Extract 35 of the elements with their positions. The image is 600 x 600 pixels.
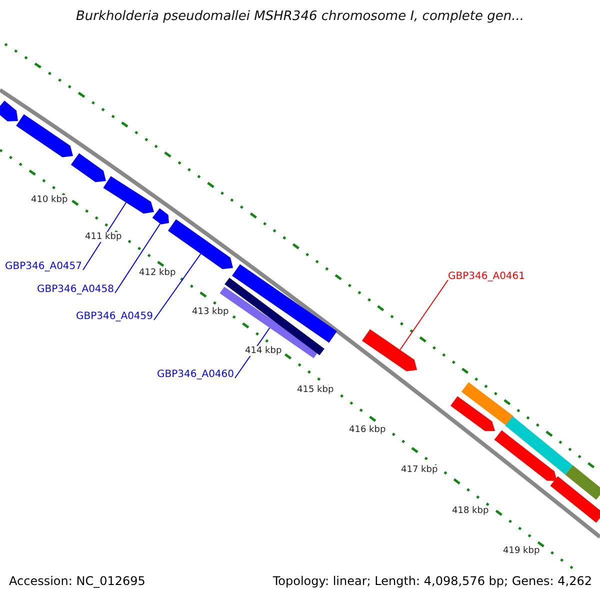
leader-line	[114, 223, 161, 294]
footer-text: Topology: linear; Length: 4,098,576 bp; Genes: 4,262	[272, 574, 592, 588]
gene-feature	[152, 208, 169, 224]
scale-label: 418 kbp	[452, 506, 489, 516]
gene-feature	[505, 416, 573, 475]
scale-label: 417 kbp	[401, 465, 438, 475]
gene-feature	[168, 219, 233, 270]
scale-label: 410 kbp	[31, 195, 68, 205]
gene-label: GBP346_A0459	[76, 311, 154, 322]
leader-line	[154, 253, 202, 320]
footer-text: Accession: NC_012695	[9, 574, 146, 588]
gene-feature	[461, 382, 514, 426]
gene-feature	[16, 114, 73, 158]
gene-feature	[0, 100, 18, 122]
scale-label: 419 kbp	[503, 546, 540, 556]
gene-label: GBP346_A0457	[5, 261, 82, 272]
scale-label: 415 kbp	[297, 385, 334, 395]
scale-label: 412 kbp	[139, 268, 176, 278]
scale-label: 411 kbp	[85, 232, 122, 242]
gene-feature	[494, 430, 557, 481]
gene-feature	[70, 153, 106, 182]
gene-feature	[550, 476, 600, 523]
scale-label: 413 kbp	[192, 307, 229, 317]
scale-label: 414 kbp	[245, 346, 282, 356]
gene-feature	[362, 329, 417, 372]
gene-feature	[450, 396, 495, 432]
scale-label: 416 kbp	[349, 425, 386, 435]
gene-feature	[565, 465, 600, 500]
gene-label: GBP346_A0461	[448, 271, 526, 282]
title: Burkholderia pseudomallei MSHR346 chromosome I, complete gen...	[74, 9, 526, 24]
gene-label: GBP346_A0460	[157, 369, 234, 380]
gene-label: GBP346_A0458	[37, 284, 114, 295]
gene-feature	[103, 176, 154, 214]
leader-line	[400, 280, 448, 350]
gene-feature	[232, 264, 337, 343]
